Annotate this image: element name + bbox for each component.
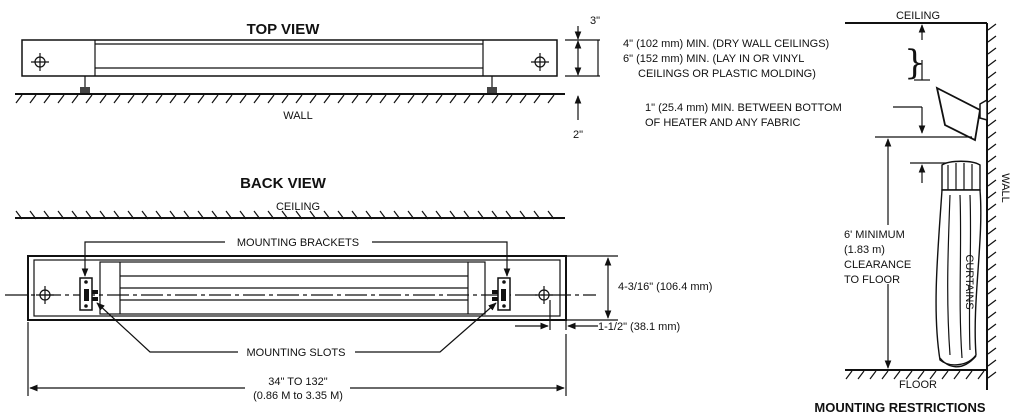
bracket-foot <box>487 87 497 93</box>
ceiling-hatch <box>15 210 555 220</box>
wall-hatch <box>15 94 555 104</box>
floor-clearance-line4: TO FLOOR <box>844 274 900 286</box>
curtains-drawing <box>935 160 982 368</box>
dim-2in-label: 2" <box>573 129 583 141</box>
bracket-foot <box>80 87 90 93</box>
side-ceiling-label: CEILING <box>896 10 940 22</box>
ceiling-clearance-line3: CEILINGS OR PLASTIC MOLDING) <box>638 68 816 80</box>
crosshair-icon <box>36 286 54 304</box>
top-view-title: TOP VIEW <box>247 21 321 38</box>
mounting-bracket <box>79 277 98 311</box>
brace-symbol: } <box>904 43 926 83</box>
back-view-heater <box>27 255 567 321</box>
floor-clearance-line2: (1.83 m) <box>844 244 885 256</box>
crosshair-icon <box>31 53 49 71</box>
fabric-clearance-line1: 1" (25.4 mm) MIN. BETWEEN BOTTOM <box>645 102 842 114</box>
offset-dim-label: 1-1/2" (38.1 mm) <box>598 321 680 333</box>
restrictions-title: MOUNTING RESTRICTIONS <box>814 400 985 412</box>
crosshair-icon <box>531 53 549 71</box>
height-dim-label: 4-3/16" (106.4 mm) <box>618 281 712 293</box>
mounting-restrictions: CEILING FLOOR WALL 4" (102 mm) MIN. (DRY… <box>623 10 1011 412</box>
ceiling-clearance-line2: 6" (152 mm) MIN. (LAY IN OR VINYL <box>623 53 804 65</box>
top-view-heater <box>21 39 558 77</box>
fabric-clearance-line2: OF HEATER AND ANY FABRIC <box>645 117 801 129</box>
floor-clearance-line1: 6' MINIMUM <box>844 229 905 241</box>
side-floor-hatch <box>845 370 985 380</box>
mounting-brackets-label: MOUNTING BRACKETS <box>237 237 359 249</box>
side-floor-label: FLOOR <box>899 379 937 391</box>
top-view: TOP VIEW WALL 3" <box>15 15 600 141</box>
back-view-title: BACK VIEW <box>240 175 327 192</box>
length-dim-line2: (0.86 M to 3.35 M) <box>253 390 343 402</box>
wall-label: WALL <box>283 110 313 122</box>
curtains-label: CURTAINS <box>963 254 975 309</box>
floor-clearance-line3: CLEARANCE <box>844 259 911 271</box>
back-ceiling-label: CEILING <box>276 201 320 213</box>
side-wall-hatch <box>987 23 997 379</box>
back-view: BACK VIEW CEILING <box>5 175 712 402</box>
dim-3in-label: 3" <box>590 15 600 27</box>
mounting-slots-label: MOUNTING SLOTS <box>246 347 345 359</box>
mounting-bracket <box>492 277 511 311</box>
length-dim-line1: 34" TO 132" <box>268 376 327 388</box>
side-wall-label: WALL <box>999 173 1011 203</box>
heater-side-profile <box>935 86 981 142</box>
ceiling-clearance-line1: 4" (102 mm) MIN. (DRY WALL CEILINGS) <box>623 38 829 50</box>
heater-wall-bracket <box>979 98 988 121</box>
crosshair-icon <box>535 286 553 304</box>
